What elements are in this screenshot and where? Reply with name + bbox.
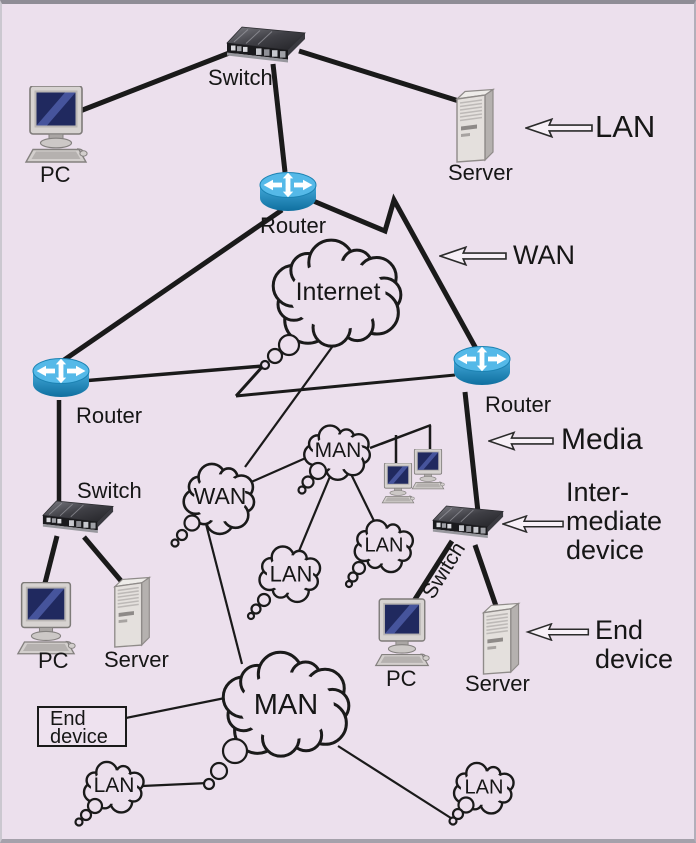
lan-callout-arrow-icon bbox=[525, 118, 593, 138]
server-left-label: Server bbox=[104, 647, 169, 672]
man-cloud-label: MAN bbox=[314, 438, 362, 462]
cloud-shape bbox=[182, 462, 256, 536]
internet-cloud-label: Internet bbox=[295, 277, 381, 306]
switch-top-icon bbox=[226, 26, 306, 68]
switch-left-icon bbox=[42, 500, 114, 538]
server-top-icon bbox=[452, 88, 500, 164]
small-pc-1-icon bbox=[381, 463, 415, 505]
media-callout-arrow-icon bbox=[488, 431, 554, 451]
router-top-icon bbox=[258, 168, 318, 216]
end-device-callout-label: End device bbox=[595, 616, 673, 674]
man-bottom-cloud-label: MAN bbox=[253, 688, 319, 721]
server-right-icon bbox=[478, 602, 526, 676]
connection-lines bbox=[41, 45, 499, 821]
lan-mid-left-cloud-label: LAN bbox=[269, 561, 313, 587]
wan-callout-arrow-icon bbox=[439, 246, 507, 266]
intermediate-callout-line1: Inter- bbox=[566, 477, 630, 507]
wan-cloud-label: WAN bbox=[193, 482, 247, 509]
server-left-icon bbox=[110, 576, 156, 649]
lan-bottom-right-cloud-label: LAN bbox=[464, 776, 504, 799]
diagram-canvas bbox=[41, 45, 515, 827]
switch-right-icon bbox=[432, 504, 504, 544]
end-device-box-line1: End bbox=[50, 708, 86, 730]
end-device-callout-line1: End bbox=[595, 615, 644, 645]
intermediate-callout-line2: mediate bbox=[566, 506, 663, 536]
router-right-label: Router bbox=[485, 392, 552, 417]
wan-callout-label: WAN bbox=[513, 240, 575, 270]
pc-left-label: PC bbox=[38, 648, 69, 673]
router-left-icon bbox=[31, 354, 91, 402]
intermediate-callout-line3: device bbox=[566, 535, 645, 565]
media-callout-label: Media bbox=[561, 423, 643, 456]
small-pc-2-icon bbox=[411, 449, 445, 491]
switch-left-label: Switch bbox=[77, 478, 142, 503]
cloud-shape bbox=[353, 519, 415, 574]
router-left-label: Router bbox=[76, 403, 143, 428]
pc-top-icon bbox=[24, 86, 88, 166]
end-device-callout-arrow-icon bbox=[525, 623, 591, 641]
pc-right-label: PC bbox=[386, 666, 417, 691]
intermediate-callout-arrow-icon bbox=[502, 515, 564, 533]
end-device-box: End device bbox=[37, 706, 127, 747]
switch-top-label: Switch bbox=[208, 65, 273, 90]
router-top-label: Router bbox=[260, 213, 327, 238]
lan-bottom-left-cloud-label: LAN bbox=[93, 773, 135, 797]
cloud-shape bbox=[221, 650, 351, 758]
end-device-callout-line2: device bbox=[595, 644, 674, 674]
cloud-shape bbox=[271, 238, 403, 348]
cloud-shape bbox=[452, 761, 515, 815]
lan-callout-label: LAN bbox=[595, 109, 656, 144]
pc-left-icon bbox=[16, 582, 76, 658]
network-clouds bbox=[82, 238, 515, 815]
pc-top-label: PC bbox=[40, 162, 71, 187]
intermediate-callout-label: Inter- mediate device bbox=[566, 478, 662, 565]
cloud-shape bbox=[258, 545, 322, 604]
end-device-box-line2: device bbox=[50, 726, 108, 748]
pc-right-icon bbox=[374, 598, 430, 670]
server-top-label: Server bbox=[448, 160, 513, 185]
lan-mid-right-cloud-label: LAN bbox=[364, 534, 404, 557]
router-right-icon bbox=[452, 342, 512, 390]
server-right-label: Server bbox=[465, 671, 530, 696]
cloud-tail-bubbles bbox=[74, 333, 475, 827]
